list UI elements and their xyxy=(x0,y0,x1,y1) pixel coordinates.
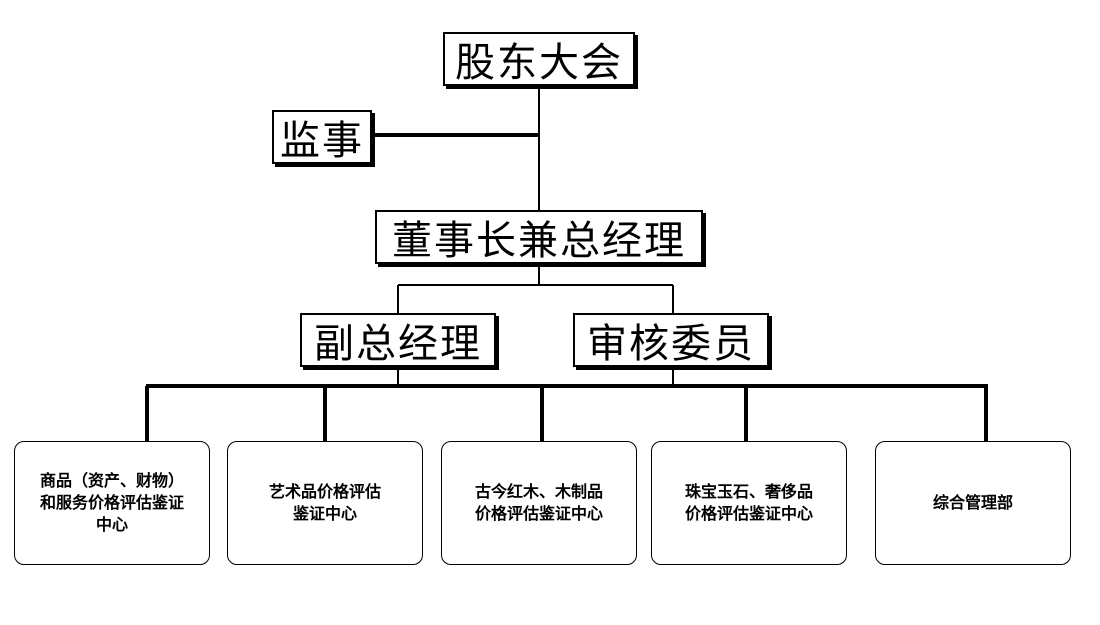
department-label: 商品（资产、财物） 和服务价格评估鉴证 中心 xyxy=(39,471,184,534)
node-review-committee: 审核委员 xyxy=(573,313,769,367)
node-department-jewelry-appraisal: 珠宝玉石、奢侈品 价格评估鉴证中心 xyxy=(651,441,847,565)
department-label: 综合管理部 xyxy=(932,493,1013,512)
node-deputy-gm: 副总经理 xyxy=(300,313,496,367)
node-department-commodity-appraisal: 商品（资产、财物） 和服务价格评估鉴证 中心 xyxy=(14,441,210,565)
node-shareholders-meeting: 股东大会 xyxy=(443,32,635,86)
department-label: 珠宝玉石、奢侈品 价格评估鉴证中心 xyxy=(684,482,813,523)
node-department-art-appraisal: 艺术品价格评估 鉴证中心 xyxy=(227,441,423,565)
department-label: 古今红木、木制品 价格评估鉴证中心 xyxy=(474,482,603,523)
node-department-rosewood-appraisal: 古今红木、木制品 价格评估鉴证中心 xyxy=(441,441,637,565)
department-label: 艺术品价格评估 鉴证中心 xyxy=(268,482,381,523)
node-supervisor: 监事 xyxy=(272,110,372,164)
node-department-general-management: 综合管理部 xyxy=(875,441,1071,565)
node-chairman-gm: 董事长兼总经理 xyxy=(375,210,703,264)
